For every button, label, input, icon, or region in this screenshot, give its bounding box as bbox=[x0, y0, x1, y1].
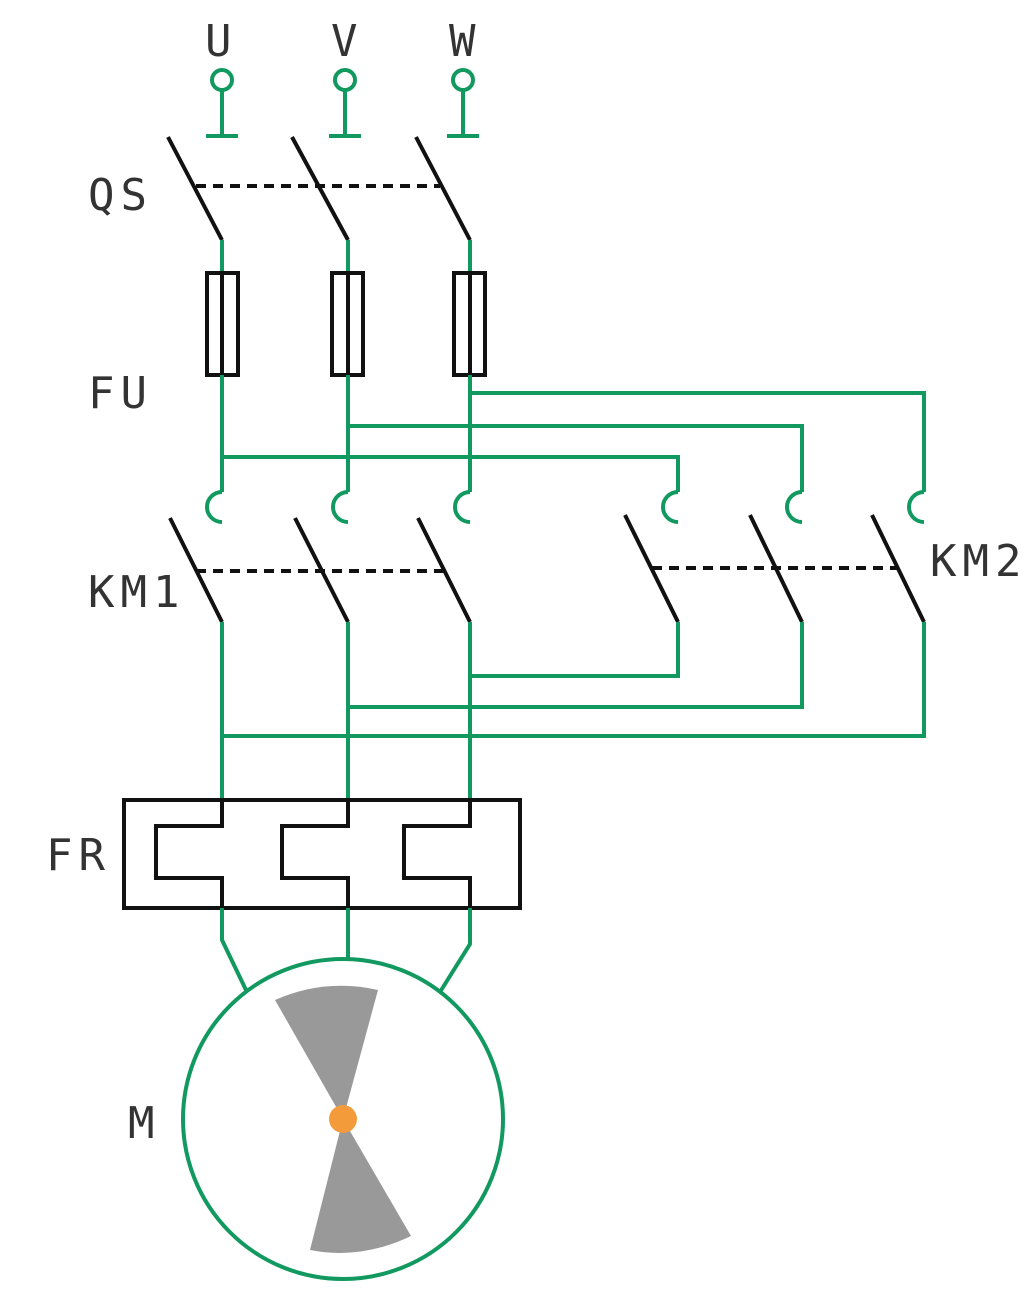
supply-wiring bbox=[220, 375, 926, 492]
label-fu: FU bbox=[88, 368, 153, 419]
fuse-u bbox=[205, 271, 240, 377]
terminal-v bbox=[329, 68, 361, 138]
thermal-relay-fr bbox=[122, 798, 522, 910]
fuse-w bbox=[452, 271, 487, 377]
terminal-u bbox=[206, 68, 238, 138]
terminal-w bbox=[447, 68, 479, 138]
rotor-center bbox=[329, 1105, 357, 1133]
label-w: W bbox=[449, 16, 482, 67]
label-motor: M bbox=[128, 1098, 161, 1149]
label-km1: KM1 bbox=[88, 567, 185, 618]
motor-m bbox=[181, 957, 505, 1281]
output-wiring bbox=[220, 622, 926, 800]
rotor-blade-bottom bbox=[310, 1119, 411, 1253]
contactor-km1 bbox=[168, 490, 472, 623]
contactor-km2 bbox=[623, 490, 926, 623]
rotor-blade-top bbox=[275, 985, 378, 1119]
label-qs: QS bbox=[88, 170, 153, 221]
switch-qs bbox=[166, 136, 472, 241]
fuse-v bbox=[330, 271, 365, 377]
label-v: V bbox=[331, 16, 364, 67]
motor-leads bbox=[220, 908, 472, 994]
label-km2: KM2 bbox=[930, 536, 1027, 587]
label-u: U bbox=[205, 16, 238, 67]
label-fr: FR bbox=[46, 830, 111, 881]
